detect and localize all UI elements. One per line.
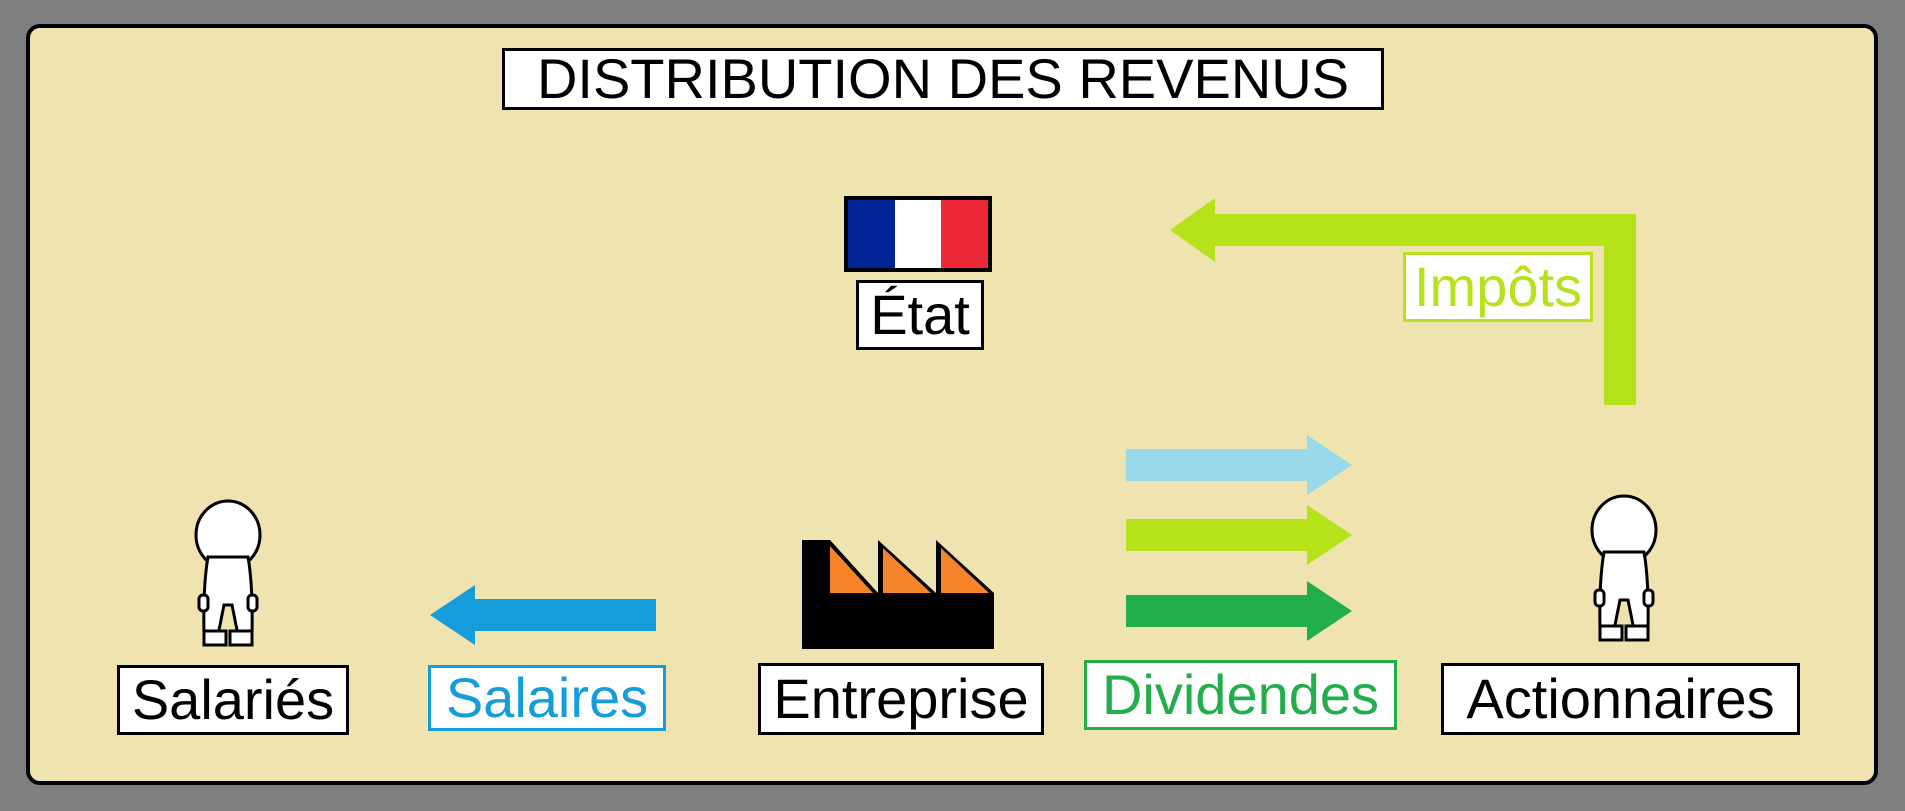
salaires-arrow (430, 585, 656, 645)
entreprise-label: Entreprise (758, 663, 1044, 735)
dividendes-label: Dividendes (1084, 660, 1397, 730)
diagram-title: DISTRIBUTION DES REVENUS (502, 48, 1384, 110)
diagram-panel (26, 24, 1878, 785)
impots-arrow (1170, 198, 1636, 405)
etat-label: État (856, 280, 984, 350)
factory-icon (802, 540, 994, 649)
impots-label: Impôts (1403, 252, 1593, 322)
dividend-flow-arrow (1126, 435, 1352, 495)
salaries-label: Salariés (117, 665, 349, 735)
french-flag-icon (844, 196, 992, 272)
person-icon (1590, 494, 1658, 642)
salaires-label: Salaires (428, 665, 666, 731)
actionnaires-label: Actionnaires (1441, 663, 1800, 735)
dividend-flow-arrow (1126, 505, 1352, 565)
person-icon (194, 499, 262, 647)
dividend-flow-arrow (1126, 581, 1352, 641)
